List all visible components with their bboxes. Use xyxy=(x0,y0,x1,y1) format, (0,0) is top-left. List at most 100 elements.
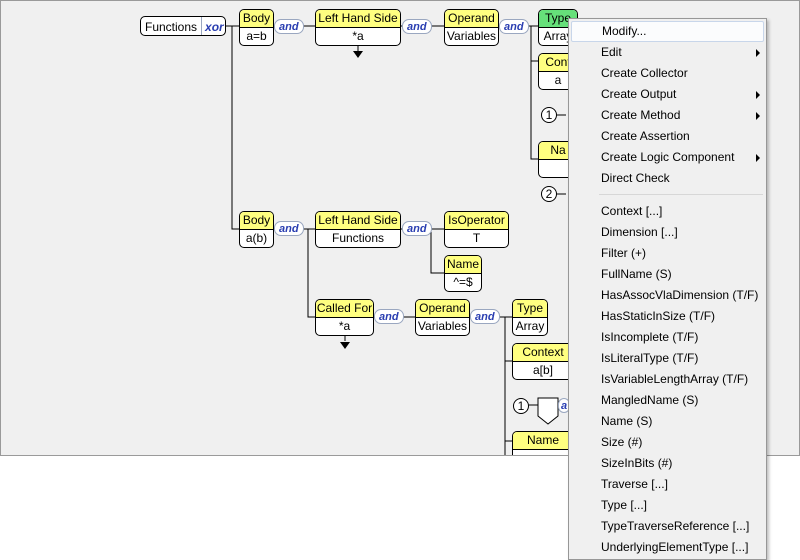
menu-item-label: Create Method xyxy=(601,108,681,122)
context-2-value: a[b] xyxy=(532,363,553,377)
operand-node-2[interactable]: Operand Variables xyxy=(415,299,470,336)
operand-node-1[interactable]: Operand Variables xyxy=(444,9,499,46)
marker-3: 1 xyxy=(513,398,529,414)
context-1-value: a xyxy=(554,73,562,87)
menu-item-label: Traverse [...] xyxy=(601,477,668,491)
lhs-1-value: *a xyxy=(352,29,364,43)
menu-item-label: HasAssocVlaDimension (T/F) xyxy=(601,288,759,302)
menu-item-label: Dimension [...] xyxy=(601,225,678,239)
body-2-operator[interactable]: and xyxy=(274,221,304,236)
menu-item-name-s[interactable]: Name (S) xyxy=(571,411,764,432)
expand-down-arrow-icon[interactable] xyxy=(353,51,363,58)
left-hand-side-node-1[interactable]: Left Hand Side *a xyxy=(315,9,401,46)
functions-node[interactable]: Functions xor xyxy=(140,16,226,36)
menu-item-label: Type [...] xyxy=(601,498,648,512)
menu-item-label: Create Collector xyxy=(601,66,688,80)
name-3-title: Name xyxy=(513,432,573,450)
menu-item-size[interactable]: Size (#) xyxy=(571,432,764,453)
name-2-value: ^=$ xyxy=(453,275,473,289)
expand-down-arrow-icon-2[interactable] xyxy=(340,342,350,349)
operand-2-value: Variables xyxy=(417,319,468,333)
menu-item-modify[interactable]: Modify... xyxy=(571,21,764,42)
menu-item-label: HasStaticInSize (T/F) xyxy=(601,309,716,323)
menu-item-underlyingelementtype[interactable]: UnderlyingElementType [...] xyxy=(571,537,764,558)
menu-item-direct-check[interactable]: Direct Check xyxy=(571,168,764,189)
body-node-2-title: Body xyxy=(240,212,273,230)
type-2-value: Array xyxy=(515,319,545,333)
submenu-arrow-icon xyxy=(756,49,760,57)
isoperator-node[interactable]: IsOperator T xyxy=(444,211,509,248)
menu-item-label: TypeTraverseReference [...] xyxy=(601,519,750,533)
menu-item-create-logic-component[interactable]: Create Logic Component xyxy=(571,147,764,168)
body-node-1[interactable]: Body a=b xyxy=(239,9,274,46)
submenu-arrow-icon xyxy=(756,91,760,99)
body-1-operator[interactable]: and xyxy=(274,19,304,34)
menu-item-label: IsIncomplete (T/F) xyxy=(601,330,699,344)
menu-item-create-method[interactable]: Create Method xyxy=(571,105,764,126)
submenu-arrow-icon xyxy=(756,154,760,162)
called-for-node[interactable]: Called For *a xyxy=(315,299,374,336)
body-node-2[interactable]: Body a(b) xyxy=(239,211,274,248)
menu-item-create-output[interactable]: Create Output xyxy=(571,84,764,105)
called-for-title: Called For xyxy=(316,300,373,318)
menu-item-label: Filter (+) xyxy=(601,246,646,260)
name-node-3[interactable]: Name xyxy=(512,431,574,455)
menu-item-typetraversereference[interactable]: TypeTraverseReference [...] xyxy=(571,516,764,537)
called-for-value: *a xyxy=(338,319,351,333)
menu-item-label: IsLiteralType (T/F) xyxy=(601,351,699,365)
menu-item-context[interactable]: Context [...] xyxy=(571,201,764,222)
left-hand-side-node-2[interactable]: Left Hand Side Functions xyxy=(315,211,401,248)
menu-item-create-assertion[interactable]: Create Assertion xyxy=(571,126,764,147)
operand-1-value: Variables xyxy=(446,29,497,43)
operand-1-title: Operand xyxy=(445,10,498,28)
called-for-operator[interactable]: and xyxy=(374,309,404,324)
menu-item-dimension[interactable]: Dimension [...] xyxy=(571,222,764,243)
menu-item-label: Create Logic Component xyxy=(601,150,735,164)
name-2-title: Name xyxy=(445,256,481,274)
type-node-2[interactable]: Type Array xyxy=(512,299,548,336)
lhs-2-operator[interactable]: and xyxy=(402,221,432,236)
menu-item-label: SizeInBits (#) xyxy=(601,456,673,470)
menu-item-label: UnderlyingElementType [...] xyxy=(601,540,749,554)
context-node-2[interactable]: Context a[b] xyxy=(512,343,574,380)
menu-item-hasassocvladimension-t-f[interactable]: HasAssocVlaDimension (T/F) xyxy=(571,285,764,306)
menu-item-mangledname-s[interactable]: MangledName (S) xyxy=(571,390,764,411)
menu-item-label: Context [...] xyxy=(601,204,663,218)
menu-item-label: Create Output xyxy=(601,87,677,101)
menu-item-edit[interactable]: Edit xyxy=(571,42,764,63)
body-node-1-value: a=b xyxy=(246,29,267,43)
menu-item-isvariablelengtharray-t-f[interactable]: IsVariableLengthArray (T/F) xyxy=(571,369,764,390)
type-1-title: Type xyxy=(539,10,577,28)
menu-item-create-collector[interactable]: Create Collector xyxy=(571,63,764,84)
menu-item-filter[interactable]: Filter (+) xyxy=(571,243,764,264)
marker-1: 1 xyxy=(541,107,557,123)
body-node-2-value: a(b) xyxy=(245,231,268,245)
isoperator-title: IsOperator xyxy=(445,212,508,230)
menu-item-label: Size (#) xyxy=(601,435,643,449)
menu-item-label: IsVariableLengthArray (T/F) xyxy=(601,372,749,386)
name-node-2[interactable]: Name ^=$ xyxy=(444,255,482,292)
menu-item-isincomplete-t-f[interactable]: IsIncomplete (T/F) xyxy=(571,327,764,348)
menu-item-sizeinbits[interactable]: SizeInBits (#) xyxy=(571,453,764,474)
menu-item-label: Create Assertion xyxy=(601,129,690,143)
functions-label: Functions xyxy=(145,20,198,34)
body-node-1-title: Body xyxy=(240,10,273,28)
lhs-1-title: Left Hand Side xyxy=(316,10,400,28)
menu-item-type[interactable]: Type [...] xyxy=(571,495,764,516)
operand-1-operator[interactable]: and xyxy=(499,19,529,34)
lhs-1-operator[interactable]: and xyxy=(402,19,432,34)
menu-item-fullname-s[interactable]: FullName (S) xyxy=(571,264,764,285)
menu-item-label: Direct Check xyxy=(601,171,670,185)
menu-item-label: MangledName (S) xyxy=(601,393,699,407)
lhs-2-title: Left Hand Side xyxy=(316,212,400,230)
operand-2-operator[interactable]: and xyxy=(470,309,500,324)
functions-operator[interactable]: xor xyxy=(201,17,225,35)
menu-item-isliteraltype-t-f[interactable]: IsLiteralType (T/F) xyxy=(571,348,764,369)
menu-item-traverse[interactable]: Traverse [...] xyxy=(571,474,764,495)
menu-item-hasstaticinsize-t-f[interactable]: HasStaticInSize (T/F) xyxy=(571,306,764,327)
type-2-title: Type xyxy=(513,300,547,318)
menu-item-label: Edit xyxy=(601,45,622,59)
name-1-title: Na xyxy=(539,142,577,160)
menu-item-label: Modify... xyxy=(602,24,647,38)
